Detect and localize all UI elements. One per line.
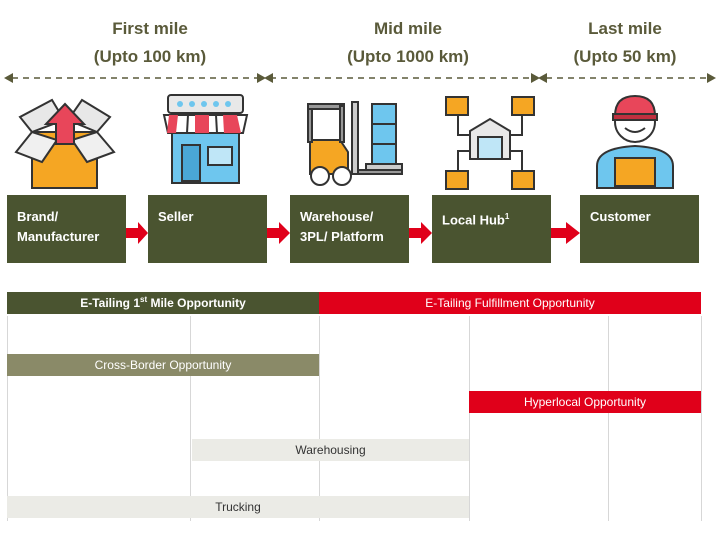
stage-warehouse-line2: 3PL/ Platform [300, 229, 384, 244]
stage-brand-manufacturer: Brand/ Manufacturer [7, 195, 126, 263]
flow-arrows [126, 222, 580, 244]
grid-line-2 [190, 316, 191, 521]
grid-line-3 [319, 316, 320, 521]
first-mile-header: First mile (Upto 100 km) [60, 15, 240, 71]
hyperlocal-band: Hyperlocal Opportunity [469, 391, 701, 413]
mid-mile-range: (Upto 1000 km) [347, 47, 469, 66]
stage-brand-line1: Brand/ [17, 209, 59, 224]
stage-customer: Customer [580, 195, 699, 263]
mid-mile-header: Mid mile (Upto 1000 km) [318, 15, 498, 71]
stage-seller: Seller [148, 195, 267, 263]
etailing-first-mile-band: E-Tailing 1st Mile Opportunity [7, 292, 319, 314]
grid-line-1 [7, 316, 8, 521]
etailing-fulfillment-band: E-Tailing Fulfillment Opportunity [319, 292, 701, 314]
trucking-band: Trucking [7, 496, 469, 518]
open-box-icon [14, 98, 116, 189]
hub-network-icon [445, 96, 535, 190]
stage-brand-line2: Manufacturer [17, 229, 100, 244]
stage-warehouse-line1: Warehouse/ [300, 209, 374, 224]
grid-line-4 [469, 316, 470, 521]
last-mile-title: Last mile [588, 19, 662, 38]
stage-hub-label: Local Hub [442, 212, 505, 228]
stage-hub-footnote: 1 [504, 212, 510, 221]
first-mile-range: (Upto 100 km) [93, 47, 207, 66]
forklift-icon [307, 101, 403, 186]
stage-local-hub: Local Hub1 [432, 195, 551, 263]
first-mile-title: First mile [112, 19, 188, 38]
mid-mile-title: Mid mile [373, 19, 442, 38]
stage-seller-label: Seller [158, 209, 194, 224]
warehousing-band: Warehousing [192, 439, 469, 461]
grid-line-6 [701, 316, 702, 521]
stage-customer-label: Customer [590, 209, 651, 224]
storefront-icon [162, 94, 249, 184]
mile-range-arrows [4, 73, 716, 83]
last-mile-range: (Upto 50 km) [573, 47, 677, 66]
cross-border-band: Cross-Border Opportunity [7, 354, 319, 376]
grid-line-5 [608, 316, 609, 521]
delivery-person-icon [596, 94, 674, 189]
stage-warehouse: Warehouse/ 3PL/ Platform [290, 195, 409, 263]
last-mile-header: Last mile (Upto 50 km) [550, 15, 700, 71]
